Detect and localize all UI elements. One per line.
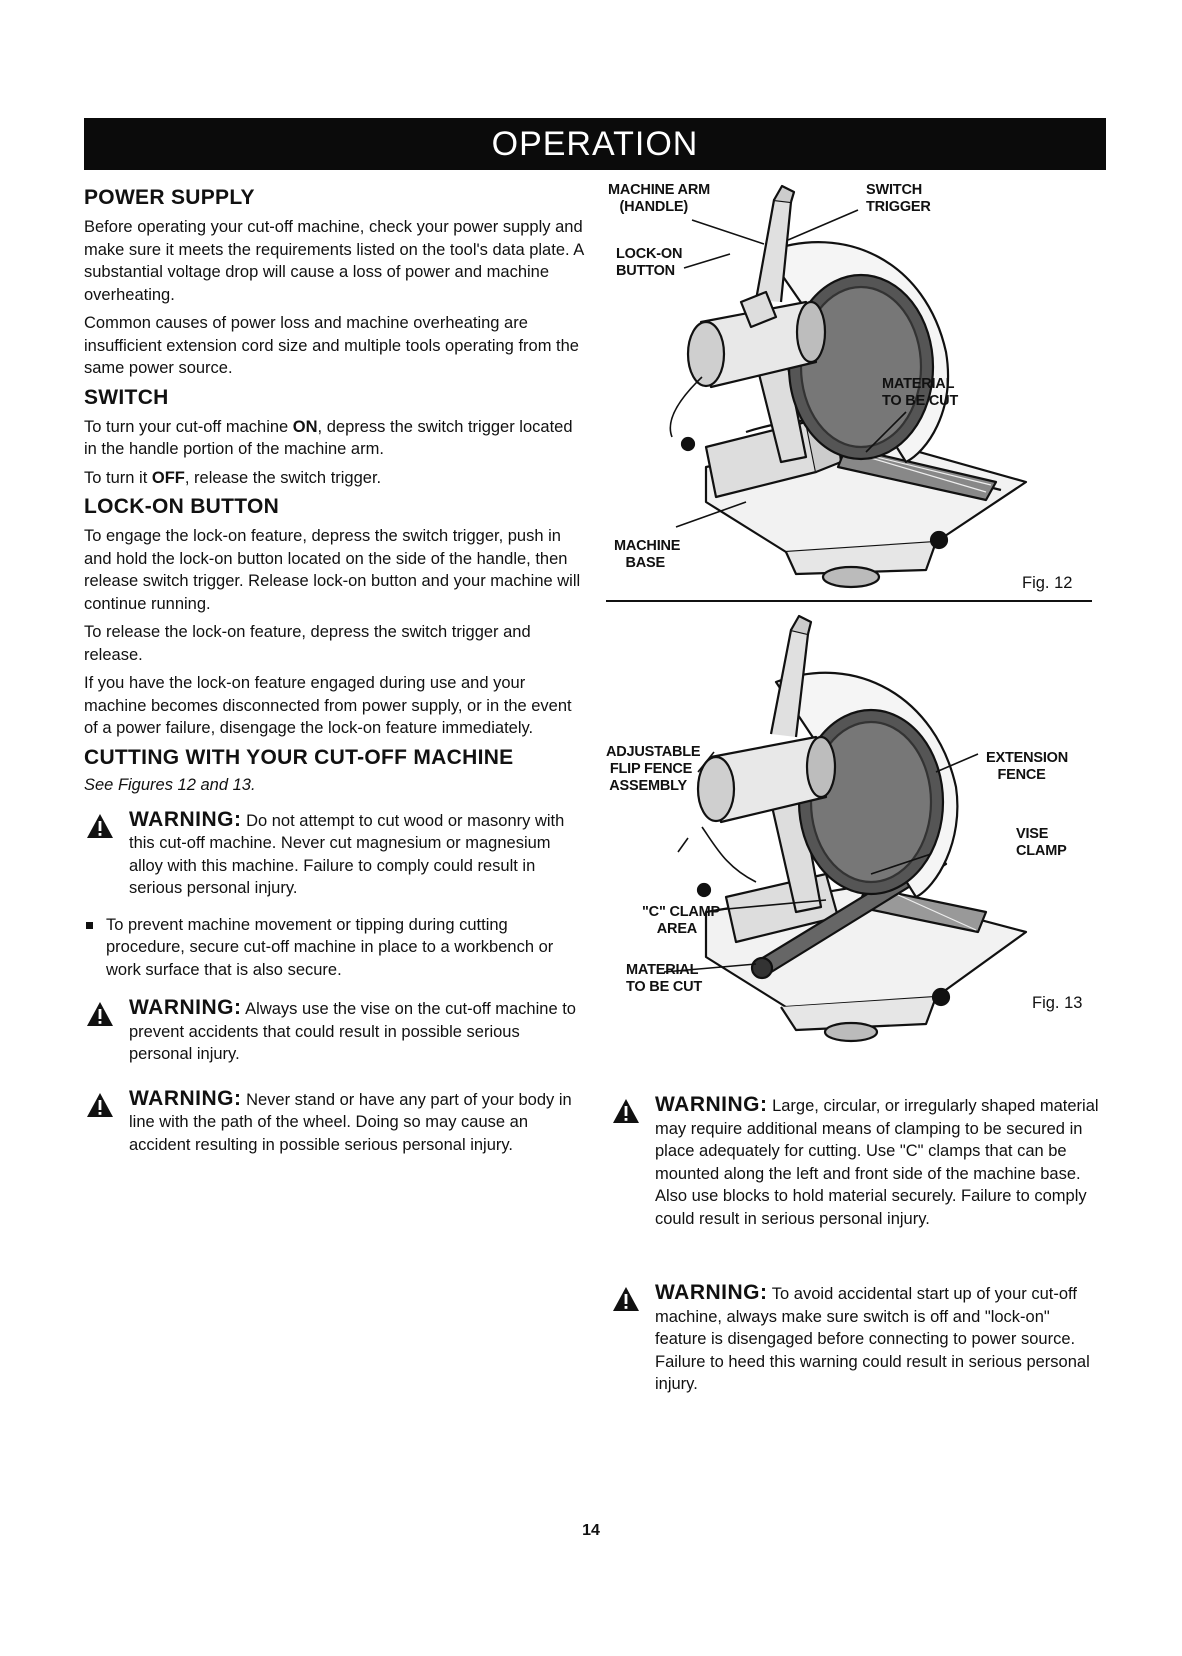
cutting-heading: CUTTING WITH YOUR CUT-OFF MACHINE	[84, 745, 514, 769]
figure-13-caption: Fig. 13	[1032, 994, 1083, 1012]
left-column: POWER SUPPLY Before operating your cut-o…	[84, 186, 584, 1170]
switch-heading: SWITCH	[84, 385, 169, 409]
figure-divider	[606, 600, 1092, 602]
figure-13: ADJUSTABLE FLIP FENCE ASSEMBLY EXTENSION…	[606, 612, 1102, 1072]
warning-text: To avoid accidental start up of your cut…	[655, 1285, 1090, 1393]
label-machine-base: MACHINE BASE	[614, 538, 681, 571]
label-machine-arm: MACHINE ARM (HANDLE)	[608, 182, 710, 215]
label-extension-fence: EXTENSION FENCE	[986, 750, 1068, 783]
warning-block-1: WARNING: Do not attempt to cut wood or m…	[84, 807, 584, 900]
figure-12: MACHINE ARM (HANDLE) SWITCH TRIGGER LOCK…	[606, 182, 1102, 602]
lock-on-paragraph-1: To engage the lock-on feature, depress t…	[84, 527, 581, 613]
off-keyword: OFF	[151, 468, 185, 487]
bullet-item: To prevent machine movement or tipping d…	[84, 914, 584, 982]
label-material-to-be-cut: MATERIAL TO BE CUT	[882, 376, 959, 409]
warning-triangle-icon	[87, 1092, 113, 1117]
power-supply-paragraph-2: Common causes of power loss and machine …	[84, 314, 579, 377]
warning-text: Do not attempt to cut wood or masonry wi…	[129, 811, 565, 898]
switch-text: , depress the switch trigger located in …	[84, 417, 573, 459]
warning-block-5-inner: WARNING: To avoid accidental start up of…	[610, 1281, 1100, 1396]
warning-block-4: WARNING: Large, circular, or irregularly…	[610, 1093, 1100, 1244]
warning-label: WARNING:	[655, 1281, 768, 1304]
warning-label: WARNING:	[129, 996, 242, 1019]
switch-text: To turn your cut-off machine	[84, 417, 293, 436]
warning-label: WARNING:	[129, 807, 242, 831]
switch-paragraph-2: To turn it OFF, release the switch trigg…	[84, 467, 584, 490]
switch-text: To turn it	[84, 468, 152, 487]
label-lock-on-button: LOCK-ON BUTTON	[616, 246, 683, 279]
bullet-text: To prevent machine movement or tipping d…	[106, 915, 554, 979]
switch-paragraph-1: To turn your cut-off machine ON, depress…	[84, 416, 584, 461]
page-header-banner: OPERATION	[84, 118, 1106, 170]
lock-on-heading: LOCK-ON BUTTON	[84, 495, 280, 518]
see-figures-note: See Figures 12 and 13.	[84, 775, 256, 794]
power-supply-heading: POWER SUPPLY	[84, 186, 255, 209]
warning-triangle-icon	[613, 1287, 639, 1311]
warning-block-2: WARNING: Always use the vise on the cut-…	[84, 996, 584, 1066]
cutoff-machine-illustration-fig12	[669, 184, 1028, 589]
label-vise-clamp: VISE CLAMP	[1016, 826, 1067, 859]
cutoff-machine-illustration-fig13	[663, 614, 1028, 1043]
warning-label: WARNING:	[129, 1086, 242, 1110]
warning-block-4-inner: WARNING: Large, circular, or irregularly…	[610, 1093, 1100, 1230]
lock-on-paragraph-2: To release the lock-on feature, depress …	[84, 623, 531, 664]
lock-on-paragraph-3: If you have the lock-on feature engaged …	[84, 674, 572, 737]
warning-text: Always use the vise on the cut-off machi…	[129, 1000, 576, 1063]
warning-triangle-icon	[87, 813, 113, 838]
warning-label: WARNING:	[655, 1093, 768, 1116]
warning-block-5: WARNING: To avoid accidental start up of…	[610, 1281, 1100, 1410]
warning-triangle-icon	[613, 1099, 639, 1123]
warning-text: Never stand or have any part of your bod…	[129, 1090, 572, 1154]
power-supply-paragraph-1: Before operating your cut-off machine, c…	[84, 218, 584, 304]
bullet-square-icon	[86, 921, 93, 929]
figure-12-caption: Fig. 12	[1022, 574, 1073, 592]
on-keyword: ON	[292, 417, 318, 436]
switch-text: , release the switch trigger.	[184, 468, 382, 487]
warning-text: Large, circular, or irregularly shaped m…	[655, 1097, 1099, 1228]
label-c-clamp-area: "C" CLAMP AREA	[642, 904, 720, 937]
label-adjustable-flip-fence: ADJUSTABLE FLIP FENCE ASSEMBLY	[606, 744, 701, 794]
warning-block-3: WARNING: Never stand or have any part of…	[84, 1086, 584, 1157]
warning-triangle-icon	[87, 1002, 113, 1026]
label-switch-trigger: SWITCH TRIGGER	[866, 182, 931, 215]
label-material-to-be-cut: MATERIAL TO BE CUT	[626, 962, 703, 995]
page-number: 14	[582, 1522, 600, 1539]
